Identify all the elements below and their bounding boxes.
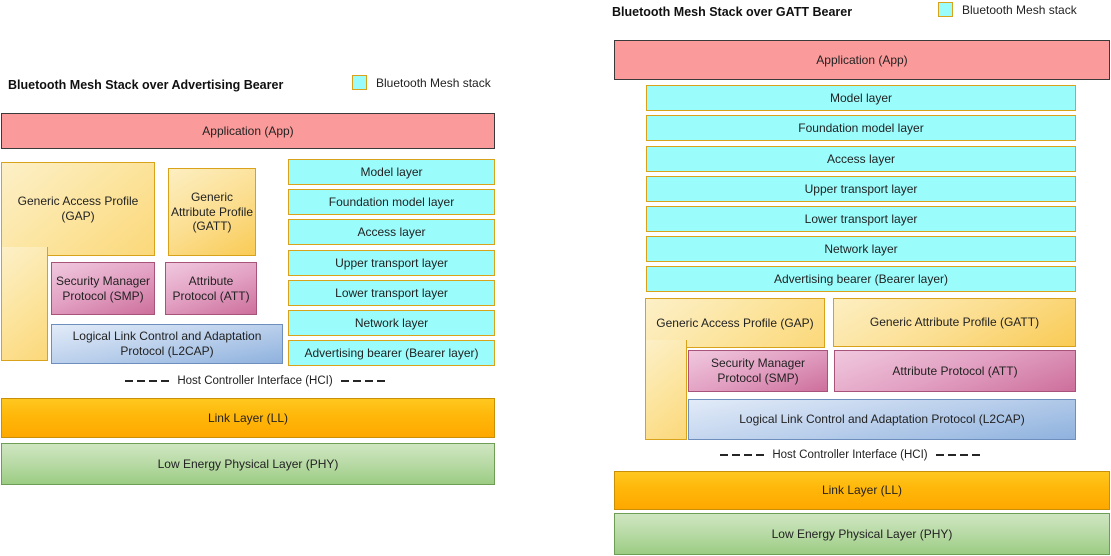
left-diagram-title: Bluetooth Mesh Stack over Advertising Be… <box>8 78 284 92</box>
right-hci-divider: Host Controller Interface (HCI) <box>720 447 980 463</box>
right-att-box[interactable]: Attribute Protocol (ATT) <box>834 350 1076 392</box>
left-phy-box[interactable]: Low Energy Physical Layer (PHY) <box>1 443 495 485</box>
left-hci-divider: Host Controller Interface (HCI) <box>125 373 385 389</box>
left-mesh-layer-2[interactable]: Access layer <box>288 219 495 245</box>
right-mesh-layer-6[interactable]: Advertising bearer (Bearer layer) <box>646 266 1076 292</box>
left-gatt-box[interactable]: Generic Attribute Profile (GATT) <box>168 168 256 256</box>
left-mesh-layer-3[interactable]: Upper transport layer <box>288 250 495 276</box>
hci-dashes-right <box>935 453 980 457</box>
right-gap-head <box>645 298 825 348</box>
left-mesh-layer-0[interactable]: Model layer <box>288 159 495 185</box>
left-att-box[interactable]: Attribute Protocol (ATT) <box>165 262 257 315</box>
right-mesh-layer-1[interactable]: Foundation model layer <box>646 115 1076 141</box>
left-smp-box[interactable]: Security Manager Protocol (SMP) <box>51 262 155 315</box>
right-mesh-layer-0[interactable]: Model layer <box>646 85 1076 111</box>
right-smp-box[interactable]: Security Manager Protocol (SMP) <box>688 350 828 392</box>
left-mesh-layer-5[interactable]: Network layer <box>288 310 495 336</box>
hci-dashes-right <box>340 379 385 383</box>
right-gatt-box[interactable]: Generic Attribute Profile (GATT) <box>833 298 1076 347</box>
right-mesh-layer-3[interactable]: Upper transport layer <box>646 176 1076 202</box>
hci-dashes-left <box>720 453 765 457</box>
left-mesh-layer-6[interactable]: Advertising bearer (Bearer layer) <box>288 340 495 366</box>
right-mesh-layer-4[interactable]: Lower transport layer <box>646 206 1076 232</box>
left-gap-label: Generic Access Profile (GAP) <box>17 194 139 223</box>
left-mesh-layer-1[interactable]: Foundation model layer <box>288 189 495 215</box>
right-l2cap-box[interactable]: Logical Link Control and Adaptation Prot… <box>688 399 1076 440</box>
legend-label: Bluetooth Mesh stack <box>962 2 1077 17</box>
hci-label: Host Controller Interface (HCI) <box>177 375 333 387</box>
left-l2cap-box[interactable]: Logical Link Control and Adaptation Prot… <box>51 324 283 364</box>
mesh-stack-swatch-icon <box>938 2 953 17</box>
right-legend: Bluetooth Mesh stack <box>938 2 1077 17</box>
mesh-stack-swatch-icon <box>352 75 367 90</box>
right-mesh-layer-2[interactable]: Access layer <box>646 146 1076 172</box>
right-gap-label: Generic Access Profile (GAP) <box>656 315 814 330</box>
left-link-layer-box[interactable]: Link Layer (LL) <box>1 398 495 438</box>
hci-label: Host Controller Interface (HCI) <box>772 449 928 461</box>
hci-dashes-left <box>125 379 170 383</box>
right-phy-box[interactable]: Low Energy Physical Layer (PHY) <box>614 513 1110 555</box>
right-application-box[interactable]: Application (App) <box>614 40 1110 80</box>
right-link-layer-box[interactable]: Link Layer (LL) <box>614 471 1110 510</box>
gatt-bearer-diagram: Bluetooth Mesh Stack over GATT Bearer Bl… <box>600 0 1111 556</box>
right-diagram-title: Bluetooth Mesh Stack over GATT Bearer <box>612 5 853 19</box>
right-mesh-layer-5[interactable]: Network layer <box>646 236 1076 262</box>
left-application-box[interactable]: Application (App) <box>1 113 495 149</box>
right-gap-leg <box>645 340 687 440</box>
left-legend: Bluetooth Mesh stack <box>352 75 491 90</box>
advertising-bearer-diagram: Bluetooth Mesh Stack over Advertising Be… <box>1 75 495 485</box>
left-gap-head <box>1 162 155 256</box>
legend-label: Bluetooth Mesh stack <box>376 75 491 90</box>
left-mesh-layer-4[interactable]: Lower transport layer <box>288 280 495 306</box>
left-gap-leg <box>1 247 48 361</box>
